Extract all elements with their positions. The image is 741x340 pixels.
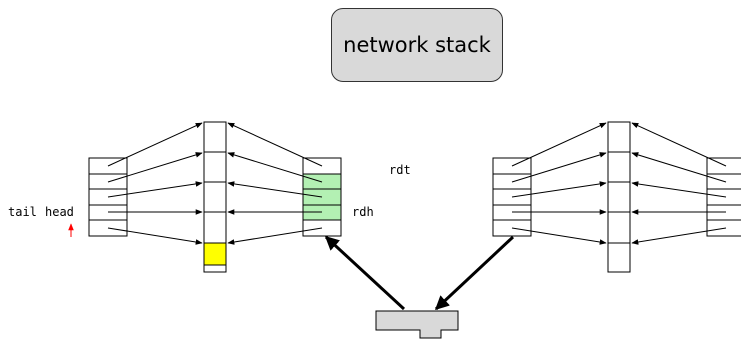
yellow-buffer-slot: [203, 242, 227, 266]
network-stack-label: network stack: [343, 33, 491, 57]
network-stack-box: network stack: [331, 8, 503, 82]
nic-device: [375, 310, 459, 339]
rx-ring-arrows: [227, 122, 323, 245]
tail-label: tail: [8, 205, 37, 219]
rdh-label: rdh: [352, 205, 374, 219]
nic-to-left-ring-arrow: [324, 235, 406, 311]
left-descriptor-group: [88, 121, 342, 273]
left-buffer-column: [203, 121, 227, 273]
left-ring-arrows: [107, 122, 203, 245]
right-ring-a-arrows: [511, 122, 607, 245]
head-label: head: [45, 205, 74, 219]
rdt-label: rdt: [389, 163, 411, 177]
right-ring-to-nic-arrow: [434, 235, 515, 311]
right-buffer-column: [607, 121, 631, 273]
right-descriptor-group: [492, 121, 741, 273]
right-ring-b-arrows: [631, 122, 727, 245]
